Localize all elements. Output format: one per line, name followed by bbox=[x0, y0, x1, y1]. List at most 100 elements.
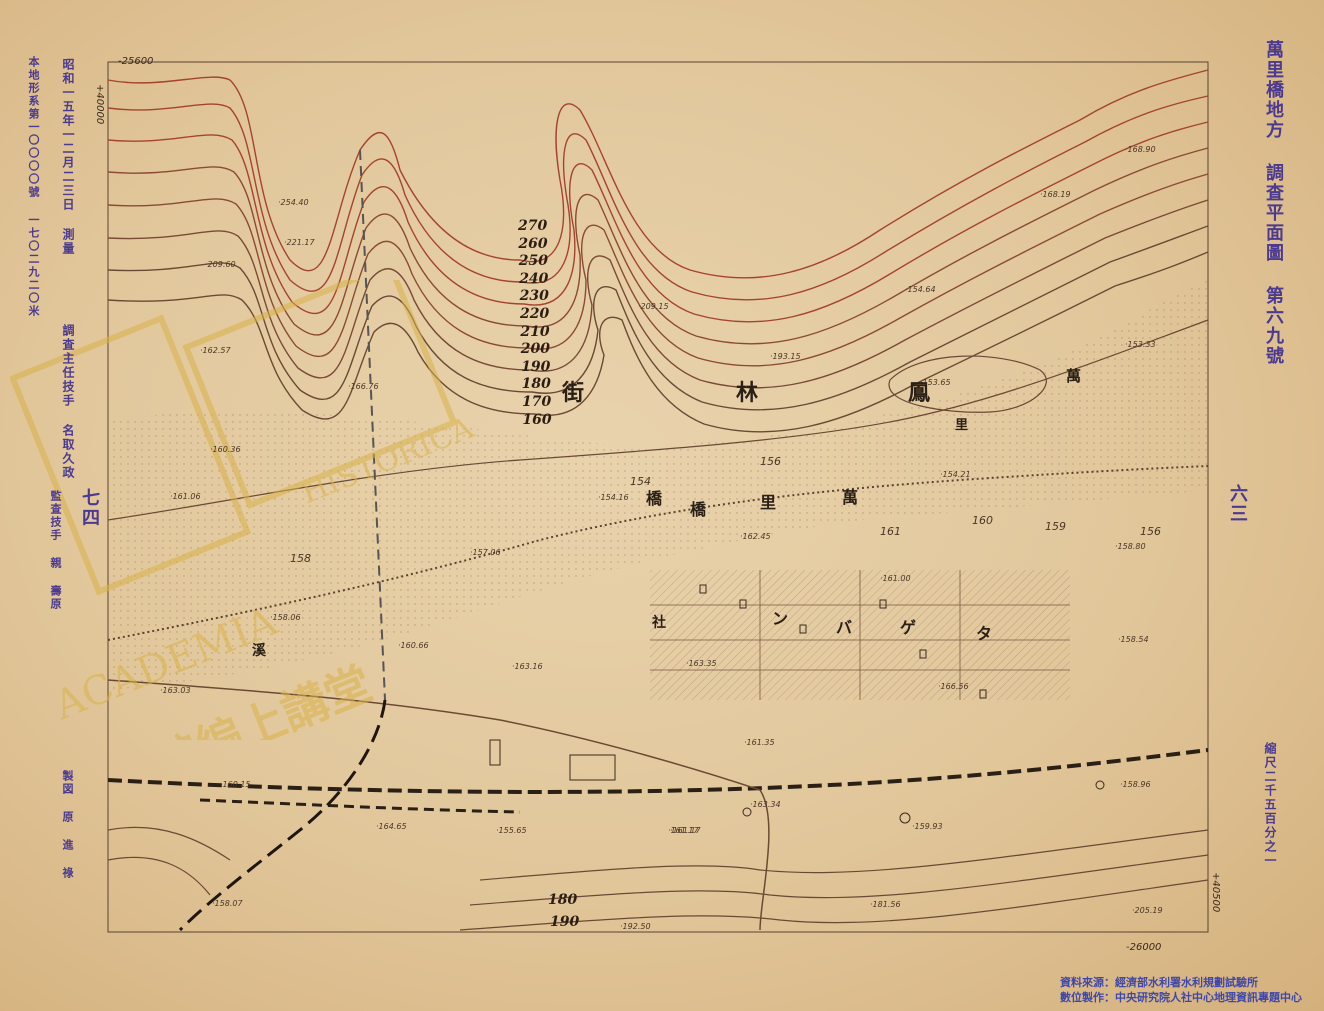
scale-text: 縮尺二千五百分之一 bbox=[1263, 742, 1277, 868]
elevation-point: ·154.21 bbox=[940, 470, 971, 479]
elevation-point: ·153.65 bbox=[920, 378, 951, 387]
settlement-grid bbox=[650, 570, 1070, 700]
elevation-point: ·254.40 bbox=[278, 198, 309, 207]
elevation-point: ·158.07 bbox=[212, 899, 243, 908]
elevation-point: ·158.54 bbox=[1118, 635, 1149, 644]
elevation-point: ·160.15 bbox=[220, 780, 251, 789]
contour-label-230: 230 bbox=[519, 288, 549, 305]
elevation-point: ·181.56 bbox=[870, 900, 901, 909]
contour-label-160: 160 bbox=[522, 411, 552, 428]
elevation-point: ·157.06 bbox=[470, 548, 501, 557]
railway-line-2 bbox=[199, 798, 521, 814]
elevation-point: ·168.90 bbox=[1125, 145, 1156, 154]
elevation-point: ·162.57 bbox=[200, 346, 231, 355]
label-bridge-li: 里 bbox=[760, 493, 777, 512]
watermark-stamp: ACADEMIA HISTORICA 國史館編上講堂 bbox=[10, 280, 479, 740]
reference-text: 本地形系第一〇〇〇〇號 一七〇二九二〇米 bbox=[27, 56, 40, 318]
railway-line bbox=[107, 748, 1209, 794]
elevation-point: ·161.17 bbox=[668, 826, 699, 835]
elevation-point: ·162.45 bbox=[740, 532, 771, 541]
building-markers bbox=[489, 584, 1105, 824]
elevation-point: ·159.93 bbox=[912, 822, 943, 831]
river-island bbox=[888, 355, 1047, 413]
elevation-point: ·163.16 bbox=[512, 662, 543, 671]
label-li-top: 里 bbox=[955, 418, 969, 433]
label-bridge-2: 橋 bbox=[690, 500, 707, 519]
survey-line-south bbox=[178, 699, 387, 932]
elevation-point: ·158.80 bbox=[1115, 542, 1146, 551]
contour-label-180: 180 bbox=[521, 376, 551, 393]
contour-label-200: 200 bbox=[520, 341, 551, 358]
elevation-point: ·192.50 bbox=[620, 922, 651, 931]
contour-digit-161: 161 bbox=[880, 525, 901, 538]
label-street: 街 bbox=[562, 380, 585, 406]
inspector-text: 監査技手 親 壽原 bbox=[49, 490, 62, 611]
elevation-point: ·164.65 bbox=[376, 822, 407, 831]
drafter-text: 製図 原 進 祿 bbox=[61, 770, 74, 880]
label-settlement-2: バ bbox=[836, 618, 853, 637]
contour-label-220: 220 bbox=[520, 306, 550, 322]
elevation-point: ·160.66 bbox=[398, 641, 429, 650]
sheet-title: 萬里橋地方 調査平面圖 第六九號 bbox=[1263, 40, 1284, 366]
elevation-point: ·168.19 bbox=[1040, 190, 1071, 199]
elevation-point: ·166.56 bbox=[938, 682, 969, 691]
elevation-point: ·154.16 bbox=[598, 493, 629, 502]
contour-label-170: 170 bbox=[522, 394, 552, 410]
label-she: 社 bbox=[652, 615, 666, 631]
survey-line bbox=[359, 149, 386, 701]
label-settlement-4: タ bbox=[976, 624, 993, 643]
coord-bottom-right-y: +40500 bbox=[1210, 872, 1221, 913]
elevation-point: ·221.17 bbox=[284, 238, 315, 247]
elevation-point: ·209.60 bbox=[205, 260, 236, 269]
river-bank-south bbox=[107, 465, 1209, 641]
contour-label-260: 260 bbox=[518, 235, 548, 252]
elevation-point: ·193.15 bbox=[770, 352, 801, 361]
survey-date: 昭和一五年一二月二三日 測量 bbox=[61, 58, 75, 256]
contour-label-210: 210 bbox=[520, 323, 550, 340]
river-plain bbox=[108, 280, 1208, 690]
elevation-point: ·161.35 bbox=[744, 738, 775, 747]
credit-source: 資料來源：經濟部水利署水利規劃試驗所 bbox=[1060, 976, 1258, 989]
elevation-point: ·166.76 bbox=[348, 382, 379, 391]
contour-digit-158: 158 bbox=[290, 552, 311, 565]
coord-bottom-right-x: -26000 bbox=[1126, 942, 1162, 953]
elevation-point: ·160.36 bbox=[210, 445, 241, 454]
elevation-point: ·205.19 bbox=[1132, 906, 1163, 915]
coord-top-left-x: -25600 bbox=[118, 56, 154, 67]
label-lin: 林 bbox=[736, 380, 759, 406]
label-bridge-1: 橋 bbox=[646, 489, 663, 508]
lower-contour-label-190: 190 bbox=[550, 914, 580, 930]
contour-digit-156a: 156 bbox=[760, 455, 781, 468]
contour-label-270: 270 bbox=[518, 218, 548, 234]
label-bridge-wan: 萬 bbox=[842, 488, 859, 507]
elevation-point: ·158.96 bbox=[1120, 780, 1151, 789]
coord-top-left-y: +40000 bbox=[94, 84, 105, 125]
elevation-point: ·161.06 bbox=[170, 492, 201, 501]
contour-digit-156b: 156 bbox=[1140, 525, 1161, 538]
sheet-mark: 七四 bbox=[79, 488, 100, 528]
label-feng: 鳳 bbox=[908, 380, 931, 406]
sheet-number: 六三 bbox=[1227, 484, 1248, 524]
credit-digitized: 數位製作：中央研究院人社中心地理資訊專題中心 bbox=[1060, 991, 1302, 1004]
road-main bbox=[107, 679, 770, 931]
river-channel bbox=[107, 319, 1209, 521]
contour-digit-160: 160 bbox=[972, 514, 993, 527]
elevation-point: ·158.06 bbox=[270, 613, 301, 622]
elevation-point: ·155.65 bbox=[496, 826, 527, 835]
elevation-point: ·163.03 bbox=[160, 686, 191, 695]
elevation-point: ·163.34 bbox=[750, 800, 781, 809]
watermark-text-2: HISTORICA bbox=[296, 410, 478, 511]
elevation-point: ·153.33 bbox=[1125, 340, 1156, 349]
label-wan-top: 萬 bbox=[1066, 367, 1082, 385]
elevation-point: ·154.64 bbox=[905, 285, 936, 294]
surveyor-text: 調査主任技手 名取久政 bbox=[61, 324, 75, 480]
lower-contour-label-180: 180 bbox=[548, 892, 578, 908]
contour-label-190: 190 bbox=[521, 358, 551, 375]
elevation-point: ·163.35 bbox=[686, 659, 717, 668]
lower-contour-group bbox=[107, 826, 1209, 931]
label-settlement-3: ゲ bbox=[900, 618, 917, 637]
contour-digit-159: 159 bbox=[1045, 520, 1066, 533]
label-xi: 溪 bbox=[252, 643, 266, 659]
